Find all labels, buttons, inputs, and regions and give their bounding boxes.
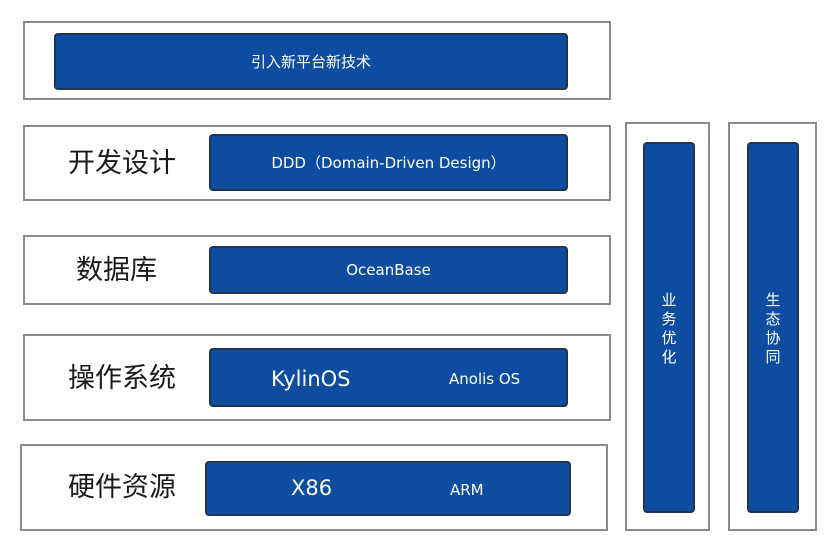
os-box: KylinOS Anolis OS: [209, 348, 568, 407]
anolis-label: Anolis OS: [449, 370, 521, 388]
arm-label: ARM: [450, 481, 484, 499]
ecosystem-collaboration-label: 生态协同: [763, 292, 782, 368]
business-optimization-label: 业务优化: [659, 292, 678, 368]
kylinos-label: KylinOS: [271, 367, 351, 391]
new-platform-box: 引入新平台新技术: [54, 33, 568, 90]
oceanbase-box: OceanBase: [209, 246, 568, 294]
oceanbase-label: OceanBase: [346, 261, 431, 279]
business-optimization-box: 业务优化: [643, 142, 695, 513]
ecosystem-collaboration-box: 生态协同: [747, 142, 799, 513]
os-label: 操作系统: [68, 363, 176, 394]
new-platform-label: 引入新平台新技术: [250, 53, 371, 71]
hardware-label: 硬件资源: [68, 472, 176, 503]
hardware-box: X86 ARM: [205, 461, 571, 516]
dev-design-label: 开发设计: [68, 148, 176, 179]
database-label: 数据库: [76, 255, 157, 286]
x86-label: X86: [291, 476, 333, 500]
ddd-box: DDD（Domain-Driven Design）: [209, 134, 568, 191]
ddd-label: DDD（Domain-Driven Design）: [271, 154, 506, 172]
